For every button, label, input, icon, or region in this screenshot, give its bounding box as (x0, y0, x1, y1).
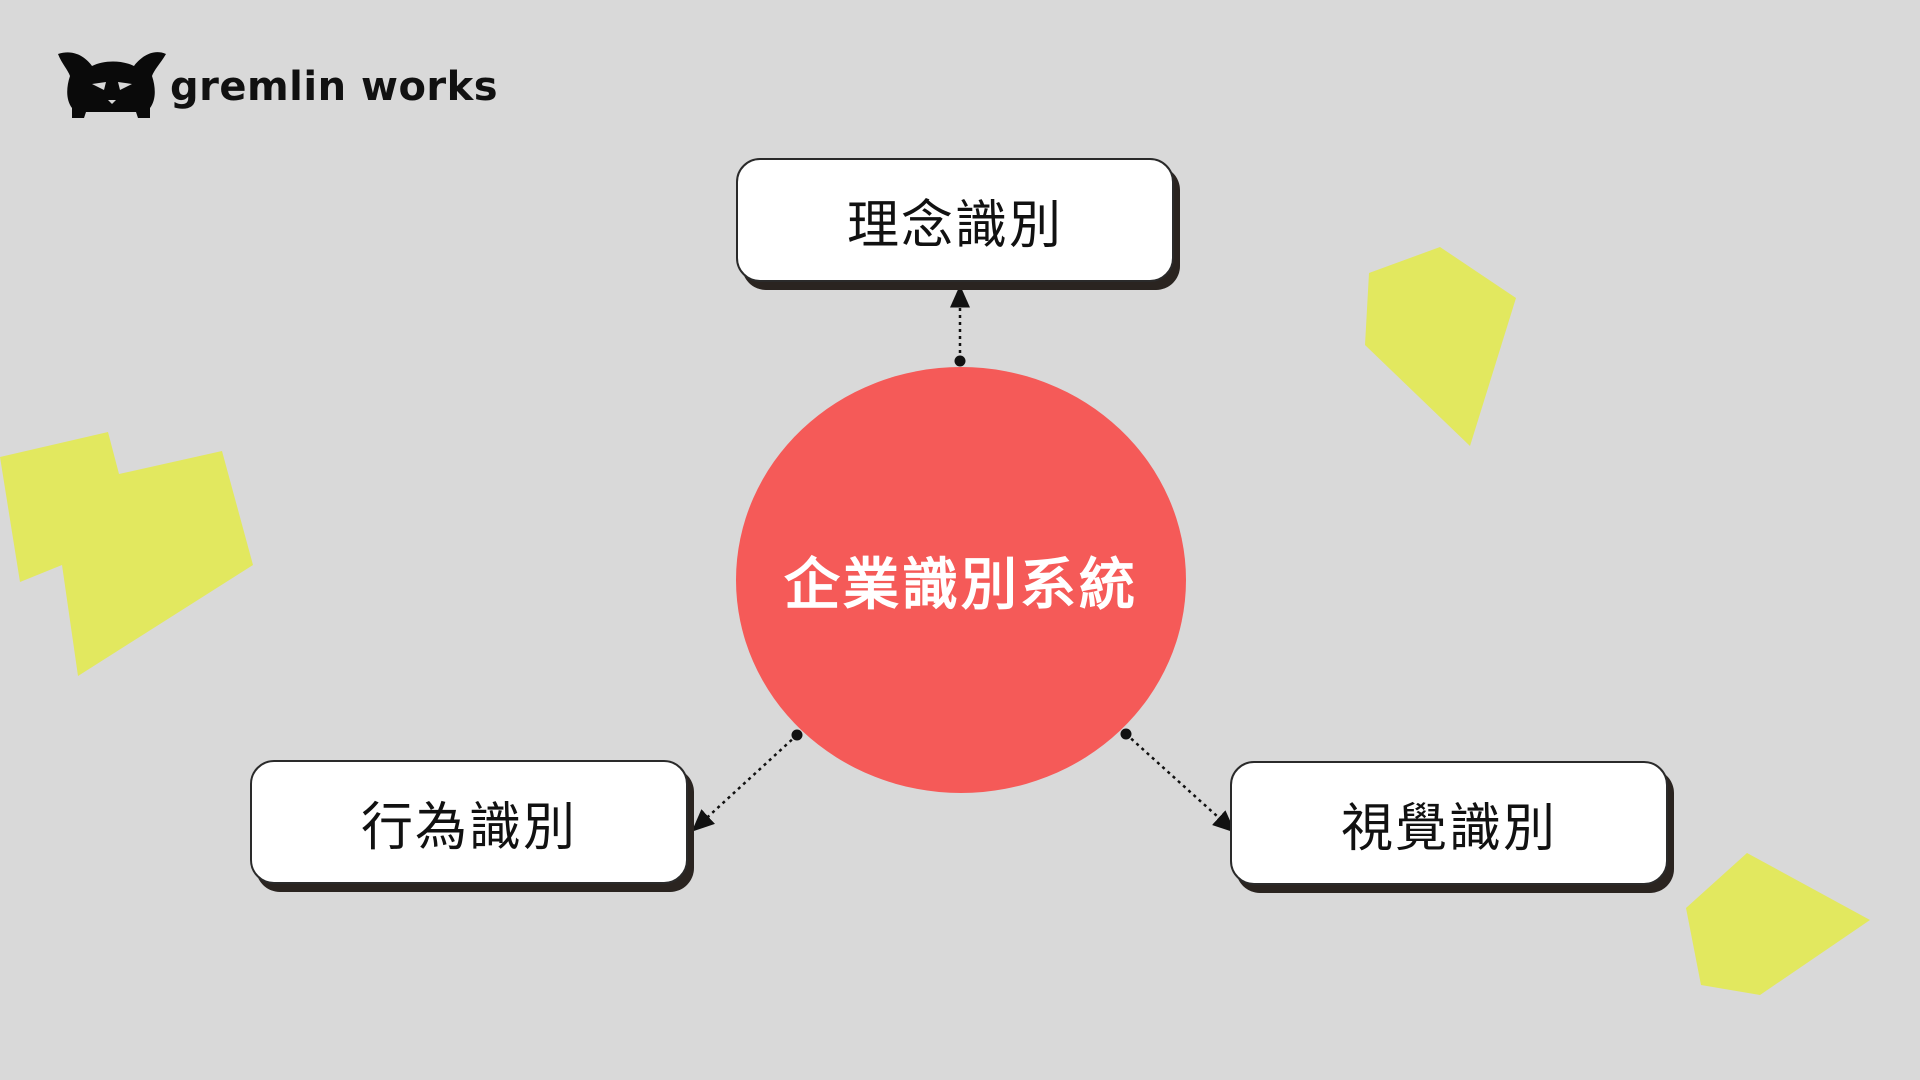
connector-to-mind (950, 285, 970, 367)
brand-logo[interactable]: gremlin works (56, 48, 498, 120)
accent-shape-left (0, 432, 253, 676)
node-label: 行為識別 (360, 797, 577, 858)
gremlin-mascot-icon (58, 52, 166, 118)
node-behavior-identity: 行為識別 (250, 760, 688, 884)
brand-name: gremlin works (170, 64, 499, 110)
connector-to-visual (1120, 728, 1236, 833)
node-label: 視覺識別 (1340, 798, 1557, 859)
accent-shape-lower-right (1686, 853, 1870, 995)
center-node: 企業識別系統 (736, 367, 1186, 793)
center-label: 企業識別系統 (784, 552, 1138, 618)
connector-to-behavior (691, 729, 803, 832)
node-visual-identity: 視覺識別 (1230, 761, 1668, 885)
node-mind-identity: 理念識別 (736, 158, 1174, 282)
node-label: 理念識別 (846, 195, 1063, 256)
accent-shape-upper-right (1365, 247, 1516, 446)
